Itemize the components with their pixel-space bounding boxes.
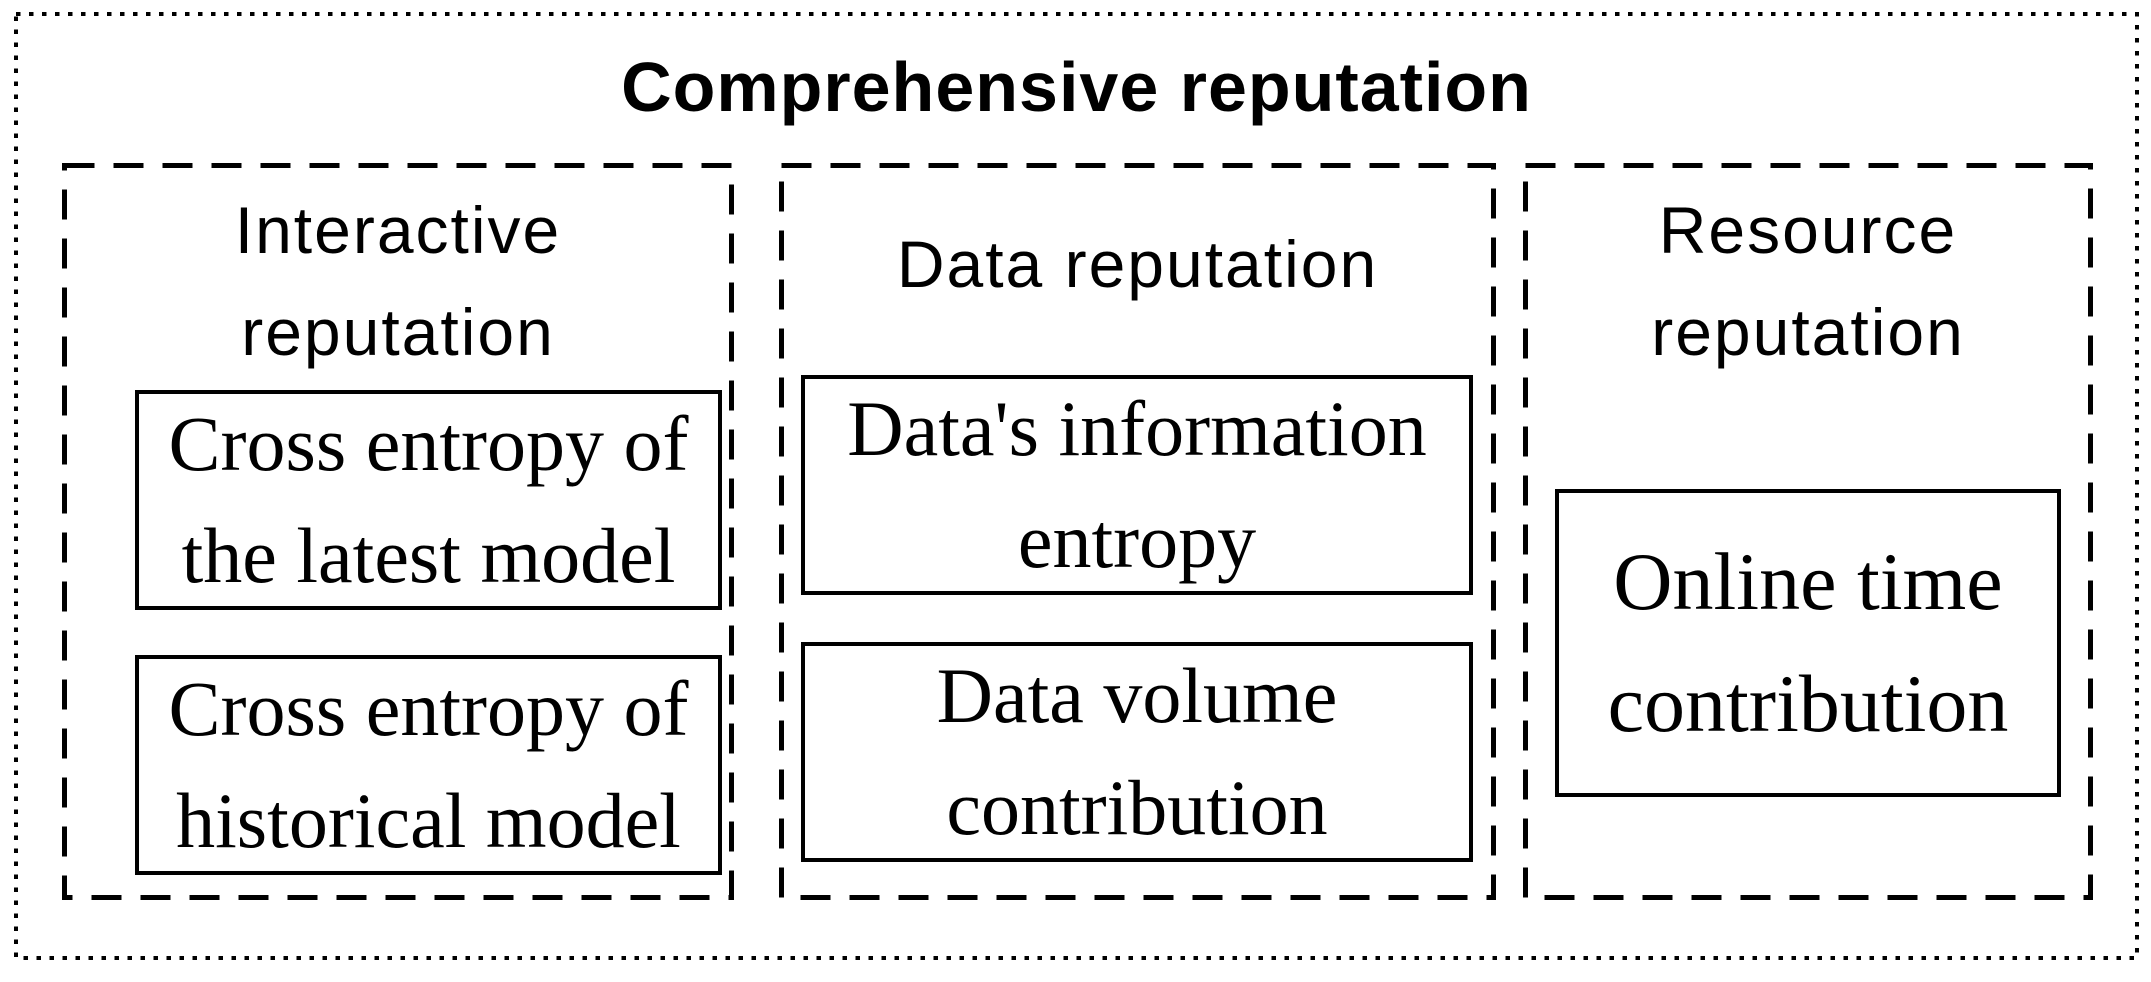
diagram-title: Comprehensive reputation: [621, 48, 1532, 126]
item-line: Data volume: [936, 652, 1338, 739]
resource-reputation-group: Resource reputation Online time contribu…: [1523, 163, 2093, 900]
item-line: Online time: [1613, 536, 2003, 627]
header-line: Resource: [1658, 193, 1958, 267]
item-line: contribution: [1607, 658, 2009, 749]
item-line: Cross entropy of: [168, 400, 689, 487]
data-reputation-group: Data reputation Data's information entro…: [779, 163, 1496, 900]
resource-reputation-header: Resource reputation: [1523, 179, 2093, 383]
item-line: the latest model: [181, 512, 676, 599]
comprehensive-reputation-container: Comprehensive reputation Interactive rep…: [14, 12, 2139, 960]
item-line: contribution: [946, 764, 1328, 851]
header-line: Interactive: [234, 193, 562, 267]
online-time-contribution-box: Online time contribution: [1555, 489, 2061, 797]
item-line: Data's information: [847, 385, 1427, 472]
cross-entropy-latest-model-box: Cross entropy of the latest model: [135, 390, 722, 610]
item-line: entropy: [1017, 497, 1257, 584]
item-line: historical model: [176, 777, 681, 864]
interactive-reputation-group: Interactive reputation Cross entropy of …: [62, 163, 734, 900]
interactive-reputation-header: Interactive reputation: [62, 179, 734, 383]
data-volume-contribution-box: Data volume contribution: [801, 642, 1473, 862]
data-information-entropy-box: Data's information entropy: [801, 375, 1473, 595]
header-line: reputation: [241, 295, 555, 369]
header-line: reputation: [1651, 295, 1965, 369]
cross-entropy-historical-model-box: Cross entropy of historical model: [135, 655, 722, 875]
item-line: Cross entropy of: [168, 665, 689, 752]
data-reputation-header: Data reputation: [779, 213, 1496, 315]
header-line: Data reputation: [896, 227, 1379, 301]
